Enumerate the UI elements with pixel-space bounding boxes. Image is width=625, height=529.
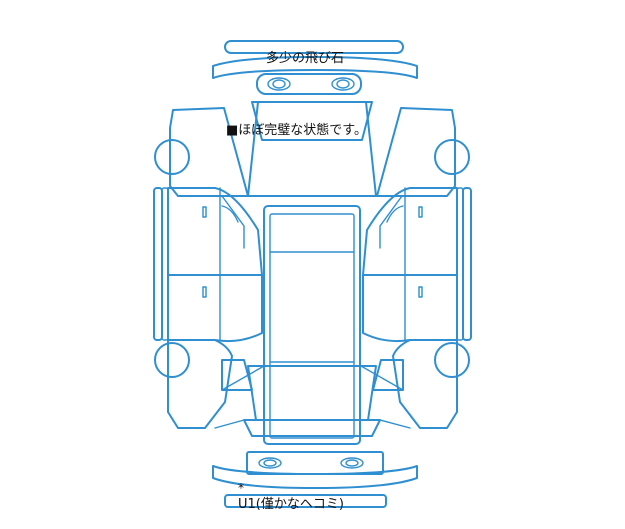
front-bumper (212, 56, 418, 79)
left-front-door-handle (202, 206, 207, 218)
rear-left-wheel (154, 342, 190, 378)
rear-right-lamp (340, 457, 364, 469)
left-rear-door-handle (202, 286, 207, 298)
left-side-sill-outer (153, 187, 163, 341)
rear-bumper (212, 465, 418, 489)
left-rear-door (167, 274, 263, 343)
front-damage-note: 多少の飛び石 (266, 51, 345, 66)
front-left-fender (169, 107, 249, 197)
rear-left-lamp (258, 457, 282, 469)
right-side-sill-outer (462, 187, 472, 341)
rear-right-wheel (434, 342, 470, 378)
front-bumper-strip (224, 40, 404, 54)
damage-marker-asterisk: * (238, 481, 244, 495)
damage-legend-note: U1(僅かなヘコミ) (238, 497, 344, 512)
roof-outer (263, 205, 361, 445)
roof-inner (269, 213, 355, 439)
right-headlight (331, 77, 355, 91)
rear-bumper-strip (224, 494, 387, 508)
right-a-pillar (379, 195, 403, 249)
rear-window (247, 365, 377, 421)
left-rear-quarter (167, 339, 233, 429)
right-front-door-handle (418, 206, 423, 218)
left-front-door (167, 187, 263, 276)
left-a-pillar (221, 195, 245, 249)
left-headlight (267, 77, 291, 91)
right-rear-door (362, 274, 458, 343)
windshield (247, 101, 377, 197)
trunk-lid (243, 419, 381, 437)
front-left-wheel (154, 139, 190, 175)
front-lamp-housing (256, 73, 362, 95)
right-front-door (362, 187, 458, 276)
right-rear-quarter (392, 339, 458, 429)
front-right-wheel (434, 139, 470, 175)
right-rear-door-handle (418, 286, 423, 298)
front-right-fender (376, 107, 456, 197)
condition-summary-note: ■ほぼ完璧な状態です。 (226, 123, 367, 138)
